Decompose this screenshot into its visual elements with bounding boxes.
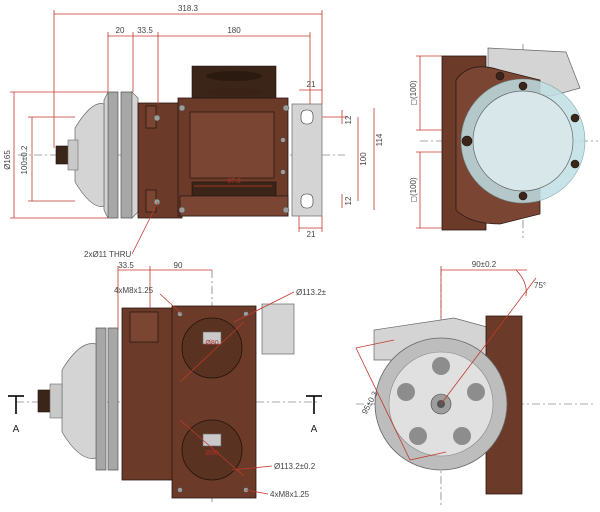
dim-pcd: 90±0.2 [472, 260, 497, 269]
dim-pulley-diameter: Ø165 [3, 150, 12, 170]
dim-foot-width-bottom: 21 [307, 230, 316, 239]
front-bolt-3 [177, 487, 183, 493]
flange-bolt-1 [153, 114, 161, 122]
pulley-groove-1 [107, 91, 119, 219]
dim-port-size-bottom: ◻(100) [409, 177, 418, 203]
dim-angle-arc [515, 269, 527, 297]
housing-bolt-4 [282, 206, 290, 214]
end-bolt-3 [570, 159, 580, 169]
front-view: Ø80 Ø80 33.5 90 4xM8x1.25 Ø113.2± Ø113.2… [8, 261, 327, 505]
dim-pulley-width: 20 [116, 26, 125, 35]
dim-foot-span: 114 [375, 133, 384, 146]
port-top-insert [202, 331, 222, 345]
dim-flange-offset-top: 33.5 [137, 26, 153, 35]
bracket-slot-top [300, 109, 314, 125]
rear-hole-1 [432, 357, 450, 375]
bracket-slot-bottom [300, 193, 314, 209]
dim-shaft-diameter: 100±0.2 [20, 145, 29, 174]
leader-thru-holes [131, 201, 159, 255]
dim-port-spacing: 180 [227, 26, 241, 35]
dim-bolt-circle-line [355, 347, 411, 461]
front-bolt-1 [177, 311, 183, 317]
red-diagonal-1 [179, 321, 245, 383]
dim-front-port-offset: 90 [174, 261, 183, 270]
end-bolt-4 [518, 191, 528, 201]
port-top-opening-lower [206, 88, 262, 96]
front-pulley-groove-2 [107, 327, 119, 471]
rear-hole-2 [467, 383, 485, 401]
leader-thread-top [159, 293, 183, 315]
clutch-hub [74, 103, 105, 207]
dim-foot-width-top: 21 [307, 80, 316, 89]
dim-port-size-top: ◻(100) [409, 80, 418, 106]
dim-slot-bottom: 12 [344, 196, 353, 205]
shaft-collar [67, 139, 79, 171]
rear-hole-5 [397, 383, 415, 401]
bracket-bolt-1 [280, 137, 286, 143]
housing-bolt-2 [178, 206, 186, 214]
section-label-left: A [13, 424, 20, 435]
pump-housing-face [189, 111, 275, 179]
front-flange [137, 102, 183, 219]
dim-angle: 75° [534, 281, 546, 290]
end-bolt-1 [518, 81, 528, 91]
end-bolt-5 [461, 135, 473, 147]
note-thread-top: 4xM8x1.25 [114, 286, 154, 295]
leader-bore-top [233, 291, 295, 323]
dim-foot-bolt-spacing: 100 [359, 152, 368, 166]
front-clutch-hub [61, 343, 97, 459]
note-thru-holes: 2xØ11 THRU [84, 250, 131, 259]
end-bolt-6 [495, 71, 505, 81]
leader-thread-bottom [245, 489, 269, 495]
dim-bolt-circle-ext-2 [409, 451, 447, 461]
housing-base [179, 195, 289, 217]
port-bottom-insert [202, 433, 222, 447]
leader-bore-bottom [231, 465, 273, 471]
housing-bolt-1 [178, 104, 186, 112]
rear-view: 90±0.2 75° 95±0.3 [355, 260, 596, 505]
dim-angle-leader [440, 277, 537, 405]
section-label-right: A [311, 424, 318, 435]
dim-slot-top: 12 [344, 115, 353, 124]
bracket-bolt-2 [280, 169, 286, 175]
note-bore-bottom: Ø113.2±0.2 [274, 462, 316, 471]
pulley-flange-right [131, 91, 139, 219]
note-bore-top: Ø113.2± [296, 288, 327, 297]
front-shaft-collar [49, 383, 63, 419]
front-pulley-groove-1 [95, 327, 107, 471]
red-diagonal-2 [179, 419, 245, 477]
side-view: 318.3 20 33.5 180 21 21 12 12 100 114 [3, 4, 384, 259]
front-flange-top-boss [129, 311, 159, 343]
dim-port-mid: 97.3 [227, 178, 241, 185]
port-circle-top [181, 317, 243, 379]
pulley-groove-2 [120, 91, 133, 219]
port-top-opening [206, 71, 262, 81]
front-bracket [261, 303, 295, 355]
rear-hole-3 [453, 427, 471, 445]
pulley-flange-left [103, 91, 109, 219]
dim-bolt-circle-ext-1 [355, 339, 395, 349]
port-tag-top: Ø80 [205, 340, 218, 347]
housing-bolt-3 [282, 104, 290, 112]
end-bolt-2 [570, 113, 580, 123]
rear-hole-4 [409, 427, 427, 445]
end-view: ◻(100) ◻(100) [409, 44, 598, 238]
dim-front-flange-offset: 33.5 [118, 261, 134, 270]
note-thread-bottom: 4xM8x1.25 [270, 490, 310, 499]
flange-bolt-2 [153, 198, 161, 206]
port-tag-bottom: Ø80 [205, 450, 218, 457]
end-view-cover-inner [472, 90, 574, 192]
dim-overall-length: 318.3 [178, 4, 199, 13]
